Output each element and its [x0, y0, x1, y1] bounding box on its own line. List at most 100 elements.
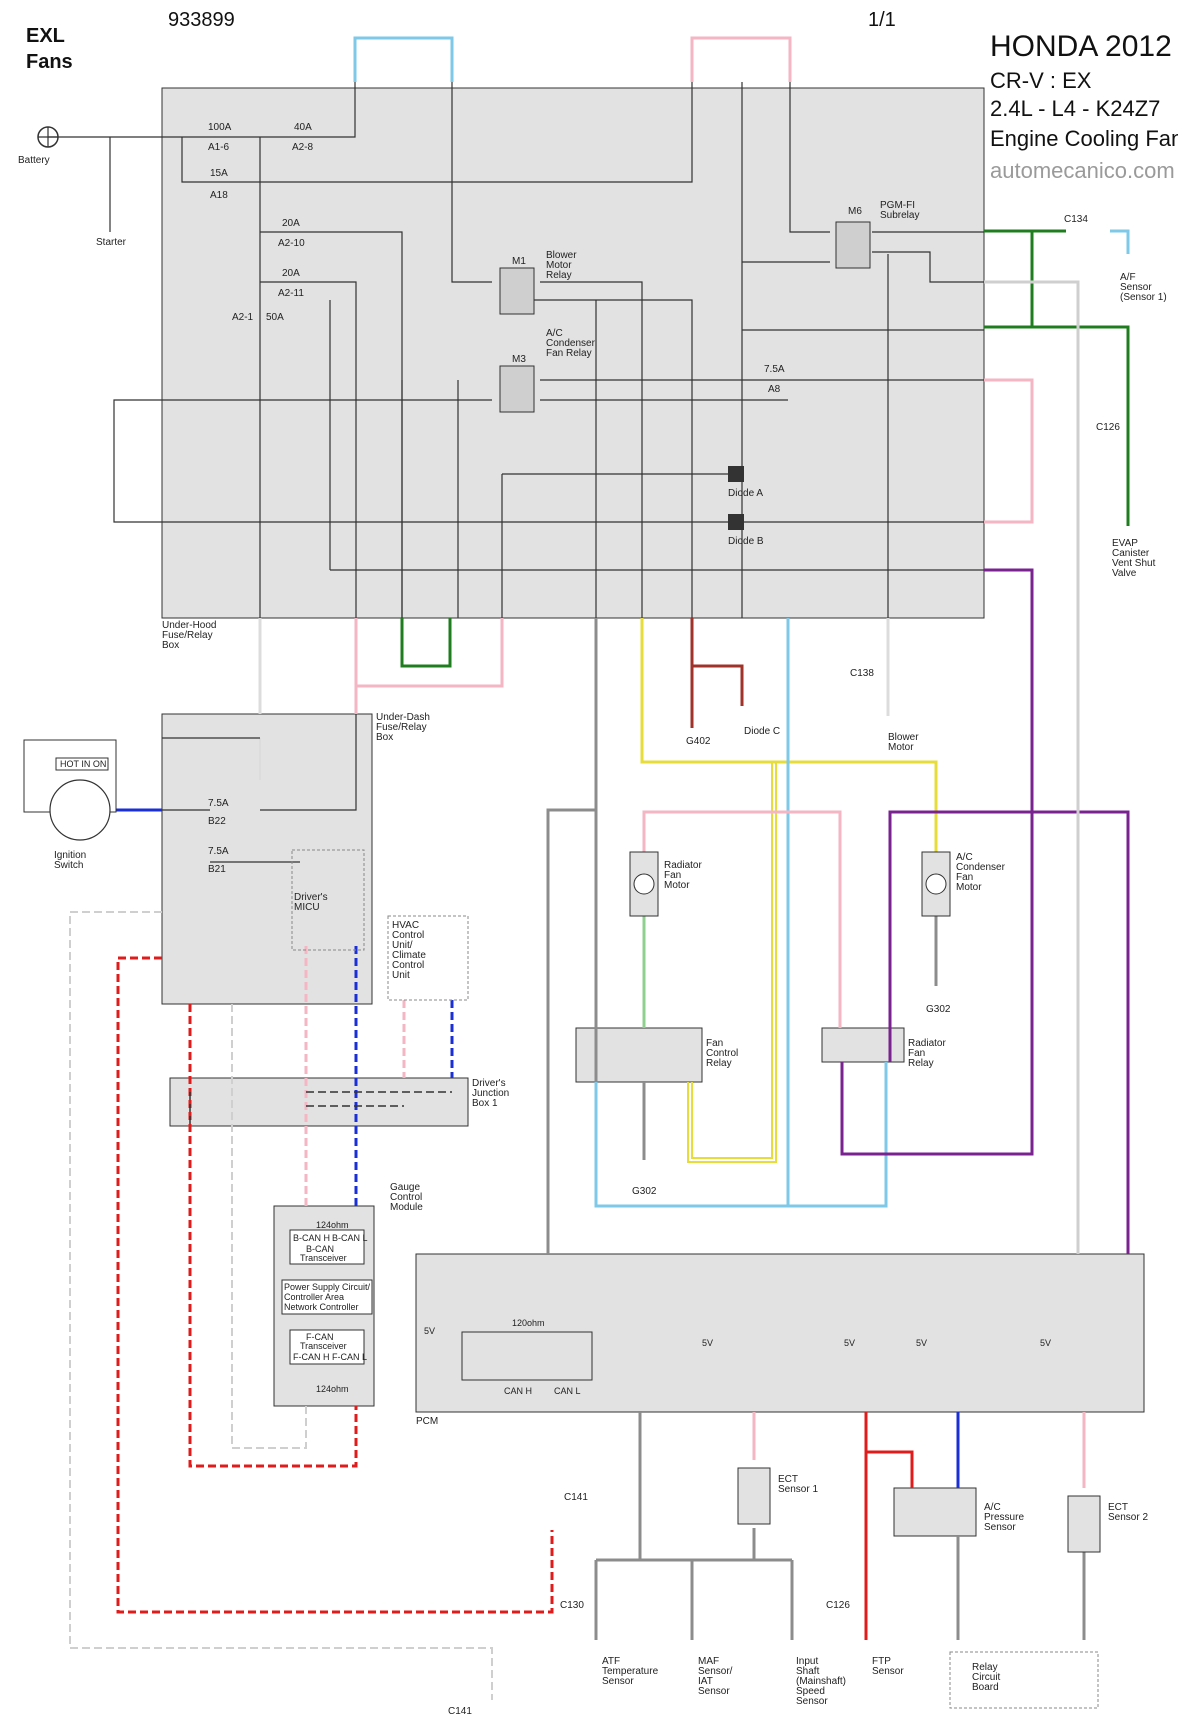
iss-label-0: Input: [796, 1656, 818, 1667]
underdash-fuse-box: [161, 713, 373, 1005]
rad-fan-label-0: Radiator: [664, 860, 702, 871]
evap-label-0: EVAP: [1112, 538, 1138, 549]
underhood-internal-1: [162, 82, 693, 618]
gauge-res-top: 124ohm: [316, 1220, 349, 1230]
underhood-label-1: Fuse/Relay: [162, 630, 213, 641]
battery-label: Battery: [18, 155, 50, 166]
wire-ltblu-af: [1110, 229, 1130, 254]
hot-in-on-label: HOT IN ON: [60, 759, 106, 769]
m1-relay-icon: [499, 267, 535, 315]
af-label-0: A/F: [1120, 272, 1136, 283]
fuse4-rating: 20A: [282, 218, 300, 229]
acp-label-0: A/C: [984, 1502, 1001, 1513]
atf-label-1: Temperature: [602, 1666, 659, 1677]
m3-name-2: Fan Relay: [546, 348, 592, 359]
diode-a-label: Diode A: [728, 488, 763, 499]
evap-label-3: Valve: [1112, 568, 1137, 579]
m6-name-0: PGM-FI: [880, 200, 915, 211]
acp-label-2: Sensor: [984, 1522, 1016, 1533]
fuse7-rating: 7.5A: [764, 364, 785, 375]
diagram-subtitle: Fans: [26, 51, 73, 73]
rad-fan-label-2: Motor: [664, 880, 690, 891]
fuse9-rating: 7.5A: [208, 846, 229, 857]
gauge-res-bottom: 124ohm: [316, 1384, 349, 1394]
wire-pur-30: [840, 568, 1130, 1254]
wire-wht-45: [984, 280, 1080, 1254]
ground-g402: G402: [686, 736, 711, 747]
gauge-label-1: Control: [390, 1192, 422, 1203]
wire-battery: [48, 136, 162, 232]
underhood-internal-2: [162, 82, 984, 618]
evap-label-1: Canister: [1112, 548, 1150, 559]
fuse6-id: A2-1: [232, 312, 254, 323]
acp-label-1: Pressure: [984, 1512, 1024, 1523]
fuse1-id: A1-6: [208, 142, 230, 153]
hot-in-on-box: [55, 757, 109, 771]
evap-label-2: Vent Shut: [1112, 558, 1156, 569]
blower-label-0: Blower: [888, 732, 919, 743]
ect1-label-0: ECT: [778, 1474, 798, 1485]
diode-a-icon: [728, 466, 744, 482]
micu-label-1: MICU: [294, 902, 320, 913]
starter-label: Starter: [96, 237, 127, 248]
power-block: [281, 1279, 373, 1315]
junction-box: [169, 1077, 469, 1127]
ignition-label-0: Ignition: [54, 850, 86, 861]
diode-b-label: Diode B: [728, 536, 764, 547]
wire-brn-36: [690, 618, 744, 728]
rad-fan-relay-box: [821, 1027, 905, 1063]
ac-pressure-sensor-box: [893, 1487, 977, 1537]
ftp-label-1: Sensor: [872, 1666, 904, 1677]
bcan-name: B-CAN: [306, 1244, 334, 1254]
ignition-switch-icon: [49, 779, 111, 841]
underdash-label-0: Under-Dash: [376, 712, 430, 723]
ac-fan-motor-icon: [925, 873, 947, 895]
ect2-box: [1067, 1495, 1101, 1553]
vehicle-engine: 2.4L - L4 - K24Z7: [990, 96, 1160, 121]
diode-c-label: Diode C: [744, 726, 780, 737]
bcan-l: B-CAN L: [332, 1233, 368, 1243]
bcan-h: B-CAN H: [293, 1233, 330, 1243]
page-number: 1/1: [868, 9, 896, 31]
fuse3-id: A18: [210, 190, 228, 201]
fuse9-id: B21: [208, 864, 226, 875]
iss-label-1: Shaft: [796, 1666, 820, 1677]
junction-label-1: Junction: [472, 1088, 509, 1099]
fuse5-id: A2-11: [278, 288, 304, 299]
fcr-label-1: Control: [706, 1048, 738, 1059]
underhood-label-0: Under-Hood: [162, 620, 216, 631]
wire-wht-can: [69, 911, 493, 1700]
ect2-label-0: ECT: [1108, 1502, 1128, 1513]
wire-ltblu-84: [594, 618, 888, 1208]
wire-pnk-top: [690, 36, 792, 82]
vehicle-model: CR-V : EX: [990, 68, 1092, 93]
fuse7-id: A8: [768, 384, 781, 395]
fuse2-id: A2-8: [292, 142, 314, 153]
af-label-2: (Sensor 1): [1120, 292, 1167, 303]
m3-name-0: A/C: [546, 328, 563, 339]
underhood-fuse-box: [161, 87, 985, 619]
fcan-l: F-CAN L: [332, 1352, 367, 1362]
ignition-label-1: Switch: [54, 860, 83, 871]
fuse8-rating: 7.5A: [208, 798, 229, 809]
blower-label-1: Motor: [888, 742, 914, 753]
ac-fan-label-1: Condenser: [956, 862, 1006, 873]
bcan-block: [289, 1229, 365, 1265]
hvac-label-3: Climate: [392, 950, 426, 961]
wire-red-can: [116, 956, 554, 1614]
iss-label-3: Speed: [796, 1686, 825, 1697]
battery-plus: [38, 127, 58, 147]
gauge-label-2: Module: [390, 1202, 423, 1213]
vehicle-make: HONDA 2012: [990, 30, 1172, 63]
hvac-label-5: Unit: [392, 970, 410, 981]
wire-red-fcan: [188, 1004, 358, 1468]
pcm-5v-c: 5V: [844, 1338, 855, 1348]
pcm-can-block: [461, 1331, 593, 1381]
connector-c126-a: C126: [1096, 422, 1120, 433]
underdash-internal: [162, 714, 357, 863]
fcan-block: [289, 1329, 365, 1365]
doc-number: 933899: [168, 9, 235, 31]
junction-label-2: Box 1: [472, 1098, 498, 1109]
connector-c126-b: C126: [826, 1600, 850, 1611]
fuse5-rating: 20A: [282, 268, 300, 279]
